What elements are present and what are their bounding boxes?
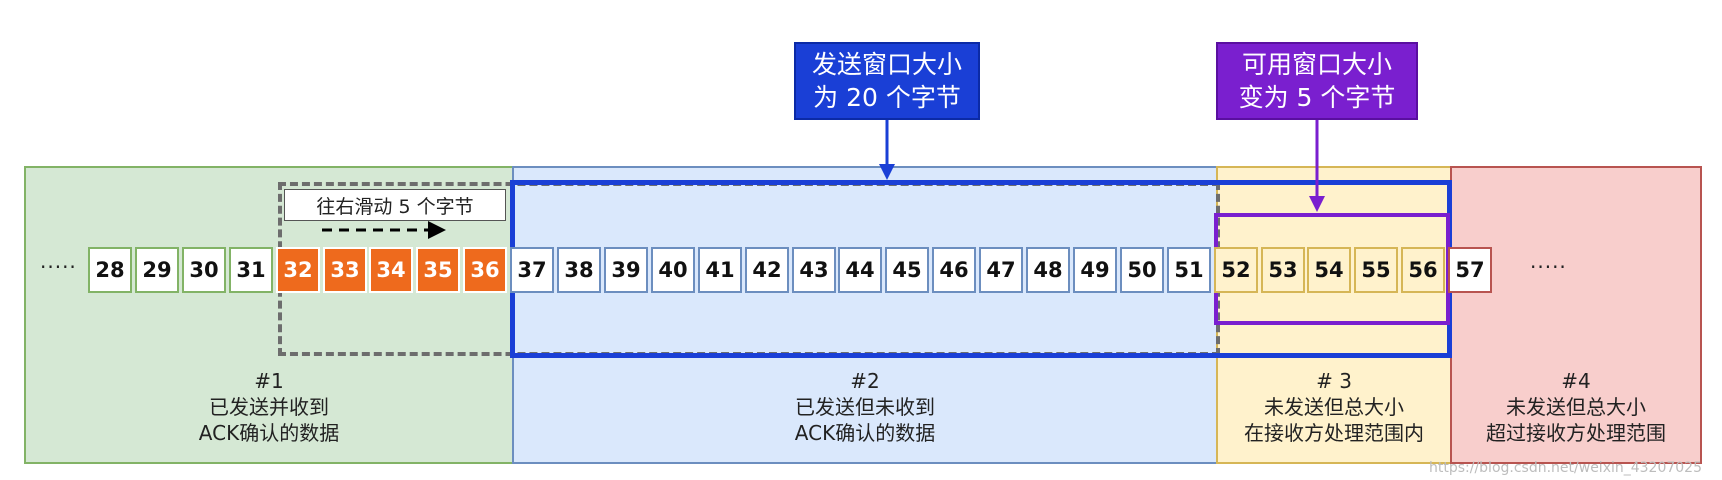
byte-cell: 52	[1214, 247, 1258, 293]
slide-label: 往右滑动 5 个字节	[284, 189, 506, 221]
byte-cell: 39	[604, 247, 648, 293]
byte-cell: 47	[979, 247, 1023, 293]
byte-cell: 28	[88, 247, 132, 293]
byte-cell: 40	[651, 247, 695, 293]
byte-cell: 29	[135, 247, 179, 293]
region-usable-desc2: 在接收方处理范围内	[1244, 421, 1424, 445]
slide-arrow	[322, 221, 446, 239]
region-sent-unacked-id: #2	[850, 369, 880, 393]
region-not-allowed	[1450, 166, 1702, 464]
region-sent-unacked-desc: 已发送但未收到	[795, 395, 935, 419]
byte-cell: 35	[416, 247, 460, 293]
byte-cell: 45	[885, 247, 929, 293]
watermark: https://blog.csdn.net/weixin_43207025	[1428, 460, 1702, 476]
region-not-allowed-desc: 未发送但总大小	[1506, 395, 1646, 419]
byte-cell: 41	[698, 247, 742, 293]
usable-window-arrow	[1309, 120, 1325, 212]
byte-cell: 54	[1307, 247, 1351, 293]
region-acked-desc: 已发送并收到	[209, 395, 329, 419]
byte-cell: 34	[369, 247, 413, 293]
region-usable-desc: 未发送但总大小	[1264, 395, 1404, 419]
region-acked-id: #1	[254, 369, 284, 393]
region-usable-label: # 3 未发送但总大小 在接收方处理范围内	[1216, 368, 1452, 446]
byte-cell: 30	[182, 247, 226, 293]
usable-window-line1: 可用窗口大小	[1241, 50, 1392, 79]
region-not-allowed-desc2: 超过接收方处理范围	[1486, 421, 1666, 445]
byte-cell: 38	[557, 247, 601, 293]
byte-cell: 50	[1120, 247, 1164, 293]
byte-cell: 49	[1073, 247, 1117, 293]
byte-cell: 33	[323, 247, 367, 293]
byte-cell: 44	[838, 247, 882, 293]
byte-cell: 37	[510, 247, 554, 293]
region-acked-desc2: ACK确认的数据	[198, 421, 340, 445]
usable-window-callout: 可用窗口大小 变为 5 个字节	[1216, 42, 1418, 120]
region-not-allowed-label: #4 未发送但总大小 超过接收方处理范围	[1450, 368, 1702, 446]
region-usable-id: # 3	[1316, 369, 1352, 393]
byte-cell: 53	[1261, 247, 1305, 293]
region-not-allowed-id: #4	[1561, 369, 1591, 393]
send-window-arrow	[879, 120, 895, 180]
ellipsis-left: ·····	[40, 255, 77, 279]
send-window-callout: 发送窗口大小 为 20 个字节	[794, 42, 980, 120]
send-window-line1: 发送窗口大小	[811, 50, 962, 79]
ellipsis-right: ·····	[1530, 255, 1567, 279]
region-sent-unacked-desc2: ACK确认的数据	[794, 421, 936, 445]
byte-cell: 42	[745, 247, 789, 293]
byte-cell: 36	[463, 247, 507, 293]
byte-cell: 55	[1354, 247, 1398, 293]
region-sent-unacked	[512, 166, 1218, 464]
byte-cell: 56	[1401, 247, 1445, 293]
byte-cell: 46	[932, 247, 976, 293]
region-acked-label: #1 已发送并收到 ACK确认的数据	[24, 368, 514, 446]
byte-cell: 48	[1026, 247, 1070, 293]
byte-cell: 43	[792, 247, 836, 293]
region-sent-unacked-label: #2 已发送但未收到 ACK确认的数据	[512, 368, 1218, 446]
byte-cell: 31	[229, 247, 273, 293]
byte-cell: 32	[276, 247, 320, 293]
byte-cell: 51	[1167, 247, 1211, 293]
send-window-line2: 为 20 个字节	[813, 83, 961, 112]
byte-cell: 57	[1448, 247, 1492, 293]
usable-window-line2: 变为 5 个字节	[1238, 83, 1396, 112]
